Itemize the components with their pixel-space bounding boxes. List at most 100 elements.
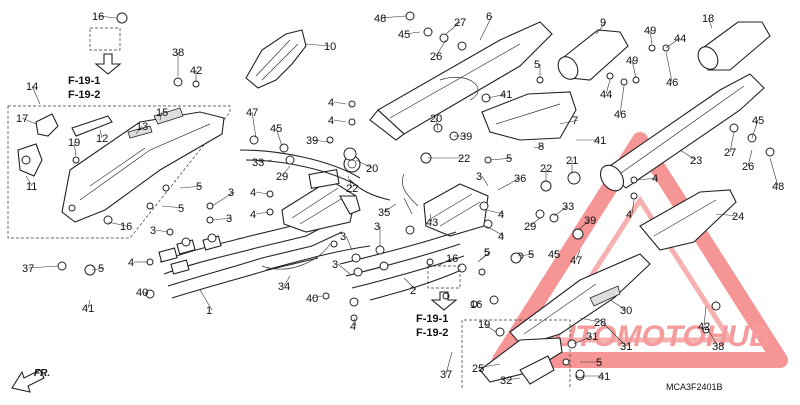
leader-line [665, 37, 681, 49]
callout-number: 7 [572, 115, 578, 127]
callout-number: 6 [486, 11, 492, 23]
callout-c37b: 37 [440, 351, 453, 381]
leader-line [437, 257, 453, 267]
leader-line [211, 191, 235, 207]
callout-number: 3 [340, 231, 346, 243]
leader-line [333, 119, 347, 123]
leader-line [533, 145, 545, 149]
leader-line [577, 219, 591, 231]
callout-number: 33 [562, 201, 574, 213]
callout-number: 41 [82, 303, 94, 315]
callout-c16c: 16 [437, 253, 458, 267]
ref-bottom-line1: F-19-1 [416, 313, 448, 325]
callout-number: 16 [470, 299, 482, 311]
callout-c44a: 44 [600, 79, 612, 101]
fasteners [57, 11, 775, 379]
diagram-code: MCA3F2401B [666, 382, 723, 392]
callout-c23: 23 [679, 149, 702, 167]
leader-line [199, 289, 213, 311]
leader-line [665, 51, 673, 83]
callout-c4i: 4 [635, 173, 658, 185]
callout-number: 11 [26, 181, 37, 193]
callout-number: 44 [600, 89, 612, 101]
callout-number: 4 [250, 187, 256, 199]
callout-c40b: 40 [306, 293, 323, 305]
callout-number: 3 [226, 213, 232, 225]
callout-number: 27 [454, 17, 466, 29]
callout-number: 41 [500, 89, 512, 101]
callout-c5i: 5 [580, 357, 602, 369]
callout-c38b: 38 [707, 329, 724, 353]
callout-c3e: 3 [374, 221, 381, 246]
callout-c4h: 4 [485, 225, 505, 243]
leader-line [281, 165, 291, 177]
leader-line [619, 85, 625, 115]
callout-number: 5 [484, 247, 490, 259]
callout-c22c: 22 [540, 163, 552, 182]
callout-c29b: 29 [524, 217, 541, 233]
callout-c5a: 5 [91, 263, 104, 275]
end-cap-18 [697, 21, 771, 71]
leader-line [715, 213, 739, 217]
callout-c39b: 39 [454, 131, 472, 143]
leader-line [337, 263, 351, 275]
callout-c45a: 45 [270, 123, 283, 147]
callout-number: 29 [524, 221, 536, 233]
callout-number: 28 [594, 317, 606, 329]
callout-number: 16 [92, 11, 104, 23]
callout-c13: 13 [135, 121, 148, 135]
callout-c10: 10 [305, 41, 336, 53]
callout-c33b: 33 [553, 201, 574, 217]
callout-c20b: 20 [430, 113, 442, 131]
callout-number: 49 [626, 55, 638, 67]
callout-number: 26 [430, 51, 442, 63]
leader-line [31, 85, 41, 105]
callout-number: 4 [498, 231, 504, 243]
callout-number: 18 [702, 13, 714, 25]
callout-c37a: 37 [22, 263, 59, 275]
callout-c17: 17 [16, 113, 37, 125]
leader-line [333, 101, 347, 105]
callout-number: 4 [128, 257, 134, 269]
callout-number: 3 [332, 259, 338, 271]
callout-c5f: 5 [517, 249, 535, 261]
leader-line [505, 377, 521, 381]
ref-top-line1: F-19-1 [68, 75, 100, 87]
catalyst-left [281, 169, 361, 233]
muffler-23 [599, 73, 765, 192]
callout-number: 4 [626, 209, 632, 221]
callout-number: 19 [68, 137, 80, 149]
leader-line [379, 15, 407, 19]
front-arrow: FR. [11, 368, 50, 393]
leader-line [445, 21, 461, 35]
callout-number: 31 [586, 331, 598, 343]
callout-c45d: 45 [548, 249, 560, 261]
callout-c41d: 41 [582, 371, 610, 383]
leader-line [497, 177, 521, 191]
callout-c26a: 26 [430, 39, 447, 63]
callout-c46b: 46 [665, 51, 678, 89]
leader-line [517, 253, 535, 257]
leader-line [305, 43, 331, 47]
callout-number: 38 [712, 341, 724, 353]
callout-number: 44 [674, 33, 686, 45]
callout-number: 3 [228, 187, 234, 199]
leader-line [559, 119, 579, 125]
leader-line [729, 131, 735, 153]
heat-shield-24 [639, 189, 737, 251]
leader-line [747, 149, 753, 167]
heat-shield-10 [245, 29, 307, 89]
callout-number: 10 [324, 41, 336, 53]
callout-c24: 24 [715, 211, 744, 223]
callout-number: 5 [98, 263, 104, 275]
leader-line [483, 323, 497, 333]
leader-line [751, 119, 759, 139]
leader-line [553, 205, 569, 217]
callout-c4a: 4 [128, 257, 148, 269]
callout-c1: 1 [199, 289, 213, 317]
callout-number: 4 [328, 97, 334, 109]
callout-c3b: 3 [211, 213, 232, 225]
callout-c4c: 4 [250, 209, 269, 221]
callout-c7: 7 [559, 115, 579, 127]
